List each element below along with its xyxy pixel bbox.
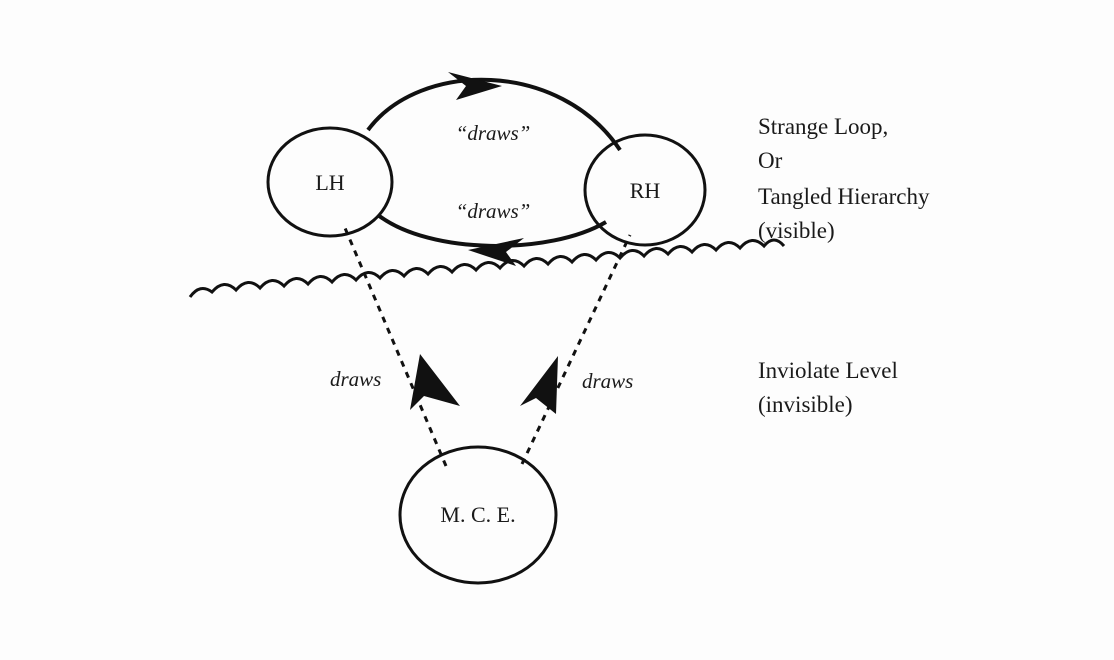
visible-level-line4: (visible) — [758, 218, 835, 243]
draws-label-top: “draws” — [456, 121, 531, 145]
visible-level-line1: Strange Loop, — [758, 114, 888, 139]
mce-label: M. C. E. — [440, 502, 515, 527]
mce-node — [398, 445, 558, 585]
wavy-divider — [188, 238, 786, 298]
draws-label-bottom: “draws” — [456, 199, 531, 223]
invisible-level-line1: Inviolate Level — [758, 358, 898, 383]
lh-label: LH — [315, 170, 344, 195]
dashed-edge-right — [520, 234, 632, 465]
lh-node — [266, 126, 394, 238]
visible-level-line2: Or — [758, 148, 783, 173]
draws-label-right: draws — [582, 369, 633, 393]
arrowhead-bottom — [468, 238, 524, 266]
loop-arc-top — [366, 77, 622, 152]
arrowhead-left — [410, 354, 460, 410]
invisible-level-line2: (invisible) — [758, 392, 853, 417]
rh-label: RH — [630, 178, 661, 203]
visible-level-line3: Tangled Hierarchy — [758, 184, 930, 209]
dashed-edge-left — [343, 227, 448, 467]
rh-node — [583, 133, 707, 247]
arrowhead-top — [448, 72, 502, 100]
arrowhead-right — [520, 356, 558, 414]
draws-label-left: draws — [330, 367, 381, 391]
